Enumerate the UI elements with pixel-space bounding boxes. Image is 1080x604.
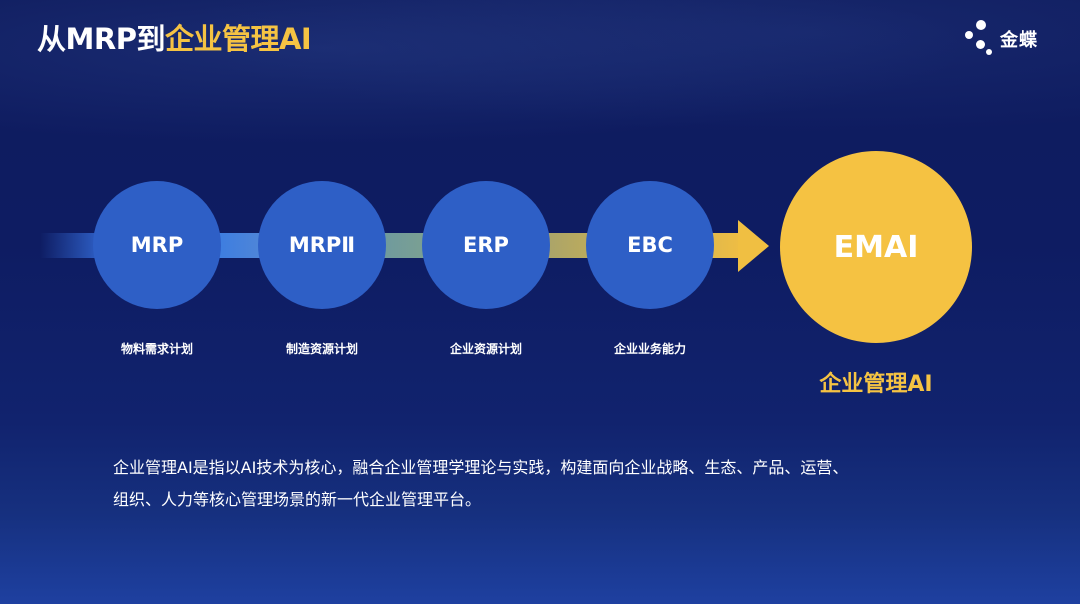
stage-description: 制造资源计划	[285, 342, 358, 356]
title-white-part: 从MRP到	[37, 22, 165, 56]
stage-circle-mrp: MRP	[93, 181, 221, 309]
page-title: 从MRP到企业管理AI	[37, 16, 312, 58]
definition-line-1: 企业管理AI是指以AI技术为核心，融合企业管理学理论与实践，构建面向企业战略、生…	[113, 458, 849, 477]
stage-circle-erp: ERP	[422, 181, 550, 309]
stage-label: ERP	[463, 233, 509, 257]
final-stage-label: EMAI	[833, 229, 919, 265]
arrow-right-icon	[738, 220, 769, 272]
connector-1	[218, 233, 262, 258]
stage-circle-ebc: EBC	[586, 181, 714, 309]
connector-3	[546, 233, 590, 258]
connector-4	[710, 233, 740, 258]
stage-description: 物料需求计划	[120, 342, 193, 356]
stage-label: EBC	[627, 233, 673, 257]
kingdee-logo: 金蝶	[962, 18, 1062, 58]
stage-label: MRPⅡ	[288, 233, 356, 257]
background-texture	[0, 0, 1080, 160]
logo-text: 金蝶	[1000, 30, 1038, 51]
stage-circle-emai: EMAI	[780, 151, 972, 343]
definition-paragraph: 企业管理AI是指以AI技术为核心，融合企业管理学理论与实践，构建面向企业战略、生…	[113, 452, 973, 516]
timeline-fade-in	[40, 233, 100, 258]
definition-line-2: 组织、人力等核心管理场景的新一代企业管理平台。	[113, 490, 482, 509]
final-stage-description: 企业管理AI	[819, 372, 933, 397]
title-yellow-part: 企业管理AI	[164, 22, 312, 56]
stage-description: 企业业务能力	[613, 342, 686, 356]
connector-2	[382, 233, 426, 258]
stage-label: MRP	[130, 233, 184, 257]
stage-circle-mrp2: MRPⅡ	[258, 181, 386, 309]
stage-description: 企业资源计划	[449, 342, 522, 356]
